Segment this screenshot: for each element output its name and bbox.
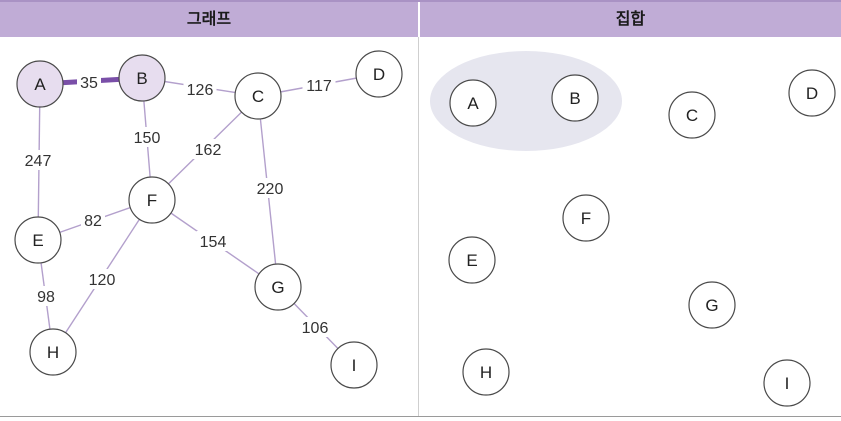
graph-node-d [355, 50, 403, 98]
graph-node-i [330, 341, 378, 389]
edge-label-bg [77, 72, 101, 92]
edge-weight-g-i: 106 [302, 320, 329, 337]
edge-weight-a-e: 247 [25, 153, 52, 170]
set-node-h [462, 348, 510, 396]
edge-label-bg [298, 317, 332, 337]
edge-weight-f-h: 120 [89, 272, 116, 289]
edge-weight-c-g: 220 [257, 181, 284, 198]
edge-label-bg [21, 150, 55, 170]
edge-label-bg [130, 127, 164, 147]
graph-node-label-h: H [47, 343, 59, 362]
edge-label-bg [191, 139, 225, 159]
graph-node-label-g: G [271, 278, 284, 297]
set-panel: A B C D E F G H I [430, 51, 836, 407]
graph-node-label-i: I [352, 356, 357, 375]
set-node-label-f: F [581, 209, 591, 228]
edge-label-bg [253, 178, 287, 198]
graph-panel: 35 126 117 247 150 162 220 82 154 98 120 106 A B C D E F G… [14, 50, 403, 389]
graph-node-label-d: D [373, 65, 385, 84]
edge-weight-a-b: 35 [80, 75, 98, 92]
edge-weight-c-d: 117 [306, 78, 332, 95]
edge-weight-b-f: 150 [134, 130, 161, 147]
set-node-a [449, 79, 497, 127]
set-node-d [788, 69, 836, 117]
graph-node-b [118, 54, 166, 102]
set-node-b [551, 74, 599, 122]
graph-node-label-e: E [32, 231, 43, 250]
set-node-label-g: G [705, 296, 718, 315]
edge-weight-b-c: 126 [187, 82, 214, 99]
header-bar: 그래프 집합 [0, 0, 841, 39]
set-node-e [448, 236, 496, 284]
set-node-label-b: B [569, 89, 580, 108]
graph-node-g [254, 263, 302, 311]
set-node-label-c: C [686, 106, 698, 125]
edge-label-bg [302, 75, 336, 95]
header-divider [418, 2, 420, 39]
set-node-label-e: E [466, 251, 477, 270]
edge-label-bg [196, 231, 230, 251]
graph-panel-title: 그래프 [186, 11, 232, 28]
set-panel-title: 집합 [615, 11, 646, 28]
graph-node-label-b: B [136, 69, 147, 88]
panel-divider [418, 37, 419, 416]
edge-label-bg [85, 269, 119, 289]
set-node-f [562, 194, 610, 242]
edge-weight-e-h: 98 [37, 289, 55, 306]
graph-node-a [16, 60, 64, 108]
graph-node-c [234, 72, 282, 120]
set-node-i [763, 359, 811, 407]
graph-node-label-c: C [252, 87, 264, 106]
set-node-g [688, 281, 736, 329]
set-node-label-d: D [806, 84, 818, 103]
graph-node-h [29, 328, 77, 376]
graph-node-e [14, 216, 62, 264]
set-node-c [668, 91, 716, 139]
edge-weight-f-g: 154 [200, 234, 227, 251]
graph-node-label-a: A [34, 75, 46, 94]
edge-label-bg [183, 79, 217, 99]
set-node-label-i: I [785, 374, 790, 393]
set-node-label-a: A [467, 94, 479, 113]
graph-node-label-f: F [147, 191, 157, 210]
edge-label-bg [34, 286, 58, 306]
edge-weight-e-f: 82 [84, 213, 102, 230]
graph-node-f [128, 176, 176, 224]
edge-weight-c-f: 162 [195, 142, 222, 159]
edge-label-bg [81, 210, 105, 230]
set-node-label-h: H [480, 363, 492, 382]
bottom-rule [0, 416, 841, 417]
